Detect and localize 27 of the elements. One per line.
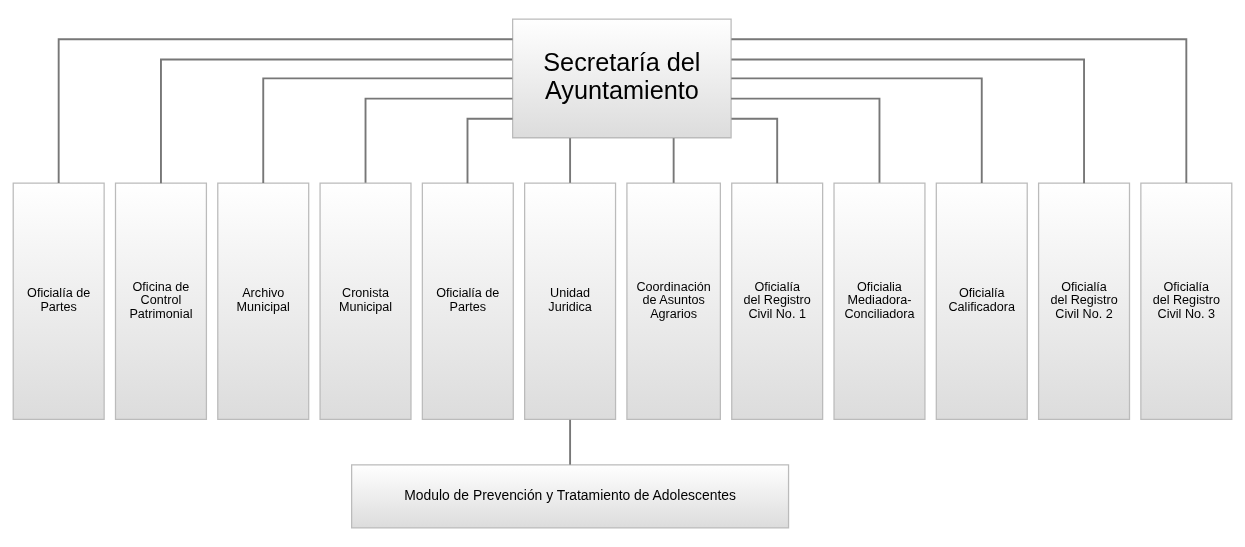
node-box: Cronista Municipal xyxy=(319,182,412,420)
connector xyxy=(730,38,1188,184)
connector xyxy=(57,38,514,184)
connector xyxy=(730,58,1085,185)
node-box: Coordinación de Asuntos Agrarios xyxy=(626,182,721,420)
connector xyxy=(160,58,513,185)
connector xyxy=(672,137,675,184)
node-box: Secretaría del Ayuntamiento xyxy=(512,18,732,139)
connector xyxy=(730,117,779,185)
connector xyxy=(730,97,881,184)
node-box: Archivo Municipal xyxy=(217,182,310,420)
node-box: Oficialía de Partes xyxy=(12,182,105,420)
node-box: Oficialía del Registro Civil No. 1 xyxy=(731,182,824,420)
node-box: Oficialía del Registro Civil No. 2 xyxy=(1037,182,1131,420)
connector xyxy=(364,97,514,184)
node-box: Oficialia Mediadora-Conciliadora xyxy=(833,182,926,420)
connector xyxy=(262,77,514,184)
connector xyxy=(466,117,514,185)
node-box: Oficialía del Registro Civil No. 3 xyxy=(1140,182,1233,420)
connector xyxy=(569,418,572,466)
node-box: Oficialía Calificadora xyxy=(935,182,1028,420)
connector xyxy=(730,77,983,184)
connector xyxy=(569,137,572,184)
node-box: Oficialía de Partes xyxy=(421,182,514,420)
node-box: Unidad Juridica xyxy=(524,182,617,420)
node-box: Oficina de Control Patrimonial xyxy=(114,182,208,420)
node-box: Modulo de Prevención y Tratamiento de Adolescentes xyxy=(351,464,790,529)
